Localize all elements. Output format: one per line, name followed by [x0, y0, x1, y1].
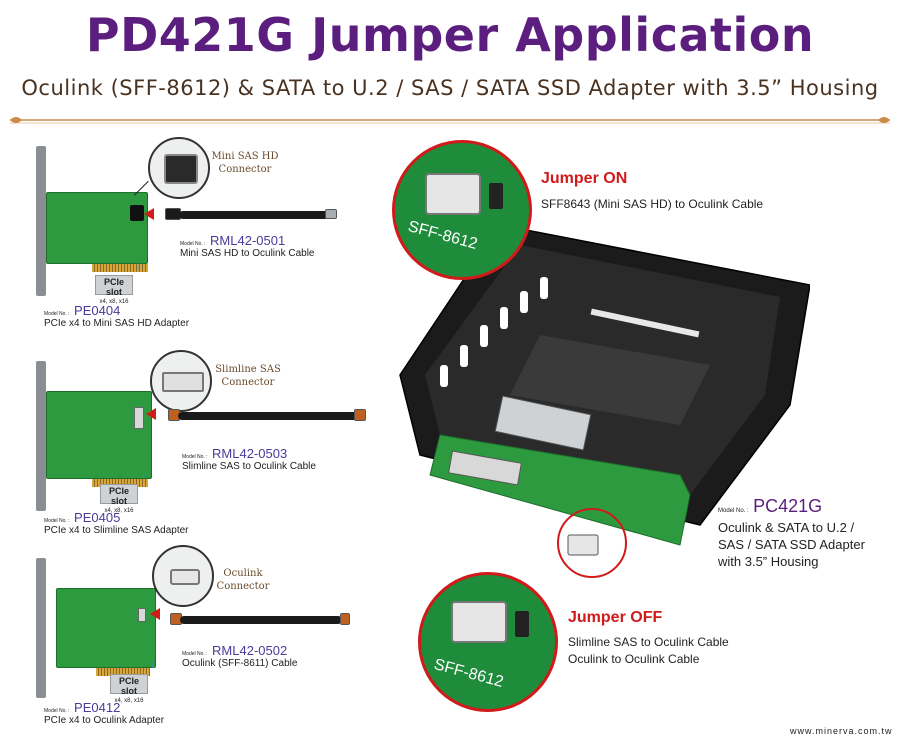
card-bracket: [36, 146, 46, 296]
connector-zoom-slimline-sas: [150, 350, 212, 412]
decorative-divider: [10, 117, 890, 124]
product-description: Oculink & SATA to U.2 / SAS / SATA SSD A…: [718, 520, 865, 569]
jumper-off-label: Jumper OFF: [568, 609, 663, 626]
jumper-on-cable-1: SFF8643 (Mini SAS HD) to Oculink Cable: [541, 197, 764, 211]
down-arrow-icon: ↓: [136, 258, 142, 272]
cable-model-code: RML42-0502: [212, 643, 288, 658]
card-connector: [134, 407, 144, 429]
adapter-card-pe0412: [30, 552, 170, 702]
connector-caption: Oculink Connector: [216, 568, 270, 592]
cable-description: Mini SAS HD to Oculink Cable: [180, 248, 315, 259]
product-model-line: Model No. : PC421G: [718, 496, 823, 516]
red-arrow-icon: [150, 608, 160, 620]
connector-caption: Slimline SAS Connector: [215, 364, 281, 388]
port-label: SFF-8612: [432, 656, 506, 691]
cable-model-code: RML42-0501: [210, 233, 286, 248]
product-housing-image: [399, 225, 810, 556]
card-gold-fingers: [92, 479, 148, 487]
card-gold-fingers: [92, 264, 148, 272]
adapter-card-pe0404: [30, 140, 170, 300]
card-bracket: [36, 361, 46, 511]
red-arrow-icon: [146, 408, 156, 420]
port-label: SFF-8612: [406, 218, 480, 253]
card-gold-fingers: [96, 668, 150, 676]
card-model-code: PE0405: [74, 510, 121, 525]
jumper-on-zoom: SFF-8612: [392, 140, 532, 280]
card-model-code: PE0404: [74, 303, 121, 318]
jumper-off-cable-2: Oculink to Oculink Cable: [568, 652, 700, 666]
jumper-off-zoom: SFF-8612: [418, 572, 558, 712]
cable-model-line: Model No. : RML42-0502: [182, 643, 288, 658]
card-bracket: [36, 558, 46, 698]
card-connector: [138, 608, 146, 622]
jumper-off-cable-1: Slimline SAS to Oculink Cable: [568, 635, 729, 649]
cable-description: Slimline SAS to Oculink Cable: [182, 461, 316, 472]
card-connector: [130, 205, 144, 221]
card-model-line: Model No. : PE0412: [44, 700, 121, 715]
card-description: PCIe x4 to Slimline SAS Adapter: [44, 525, 189, 536]
cable-description: Oculink (SFF-8611) Cable: [182, 658, 298, 669]
card-model-line: Model No. : PE0405: [44, 510, 121, 525]
jumper-on-label: Jumper ON: [541, 170, 628, 187]
card-model-code: PE0412: [74, 700, 121, 715]
cable-model-code: RML42-0503: [212, 446, 288, 461]
page-title: PD421G Jumper Application: [85, 8, 815, 62]
card-pcb: [56, 588, 156, 668]
connector-zoom-oculink: [152, 545, 214, 607]
website-url: www.minerva.com.tw: [790, 726, 893, 736]
card-description: PCIe x4 to Mini SAS HD Adapter: [44, 318, 190, 329]
cable-rml42-0503: [168, 408, 378, 428]
adapter-card-pe0405: [30, 355, 170, 515]
card-pcb: [46, 192, 148, 264]
connector-zoom-mini-sas-hd: [148, 137, 210, 199]
connector-caption: Mini SAS HD Connector: [211, 151, 279, 175]
port-highlight-ring: [557, 508, 627, 578]
cable-rml42-0502: [170, 612, 360, 632]
down-arrow-icon: ↓: [141, 467, 147, 481]
card-description: PCIe x4 to Oculink Adapter: [44, 715, 165, 726]
red-arrow-icon: [144, 208, 154, 220]
down-arrow-icon: ↓: [150, 657, 156, 671]
cable-model-line: Model No. : RML42-0503: [182, 446, 288, 461]
card-model-line: Model No. : PE0404: [44, 303, 121, 318]
product-model-code: PC421G: [753, 496, 823, 516]
card-pcb: [46, 391, 152, 479]
page-subtitle: Oculink (SFF-8612) & SATA to U.2 / SAS /…: [21, 76, 879, 100]
cable-rml42-0501: [165, 207, 345, 227]
cable-model-line: Model No. : RML42-0501: [180, 233, 286, 248]
